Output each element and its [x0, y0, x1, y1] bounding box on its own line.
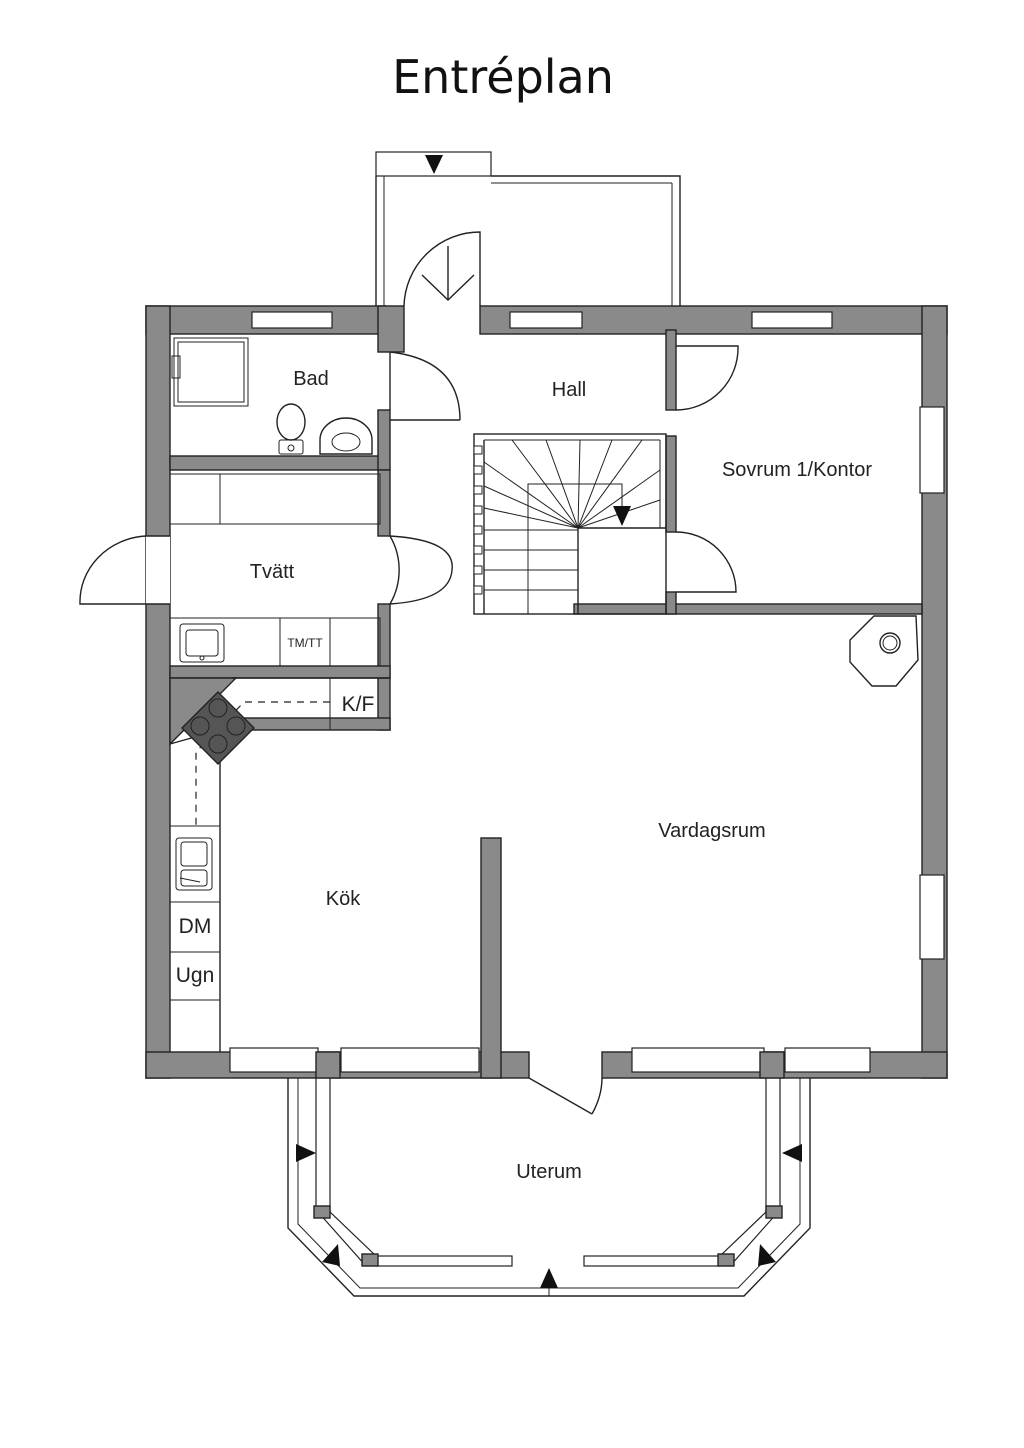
- sunroom: [287, 1051, 811, 1297]
- room-label-vardagsrum: Vardagsrum: [658, 820, 765, 842]
- entrance-arrow: [425, 155, 443, 174]
- room-label-bad: Bad: [293, 368, 329, 390]
- sunroom-arrow-left: [296, 1144, 316, 1162]
- room-label-uterum: Uterum: [516, 1161, 582, 1183]
- laundry-sink: [179, 623, 225, 663]
- bathroom-fixtures: [171, 337, 373, 455]
- entrance-door: [403, 231, 481, 307]
- room-label-hall: Hall: [552, 379, 586, 401]
- shower: [173, 337, 249, 407]
- appliance-label-kf: K/F: [342, 693, 375, 716]
- interior-walls: [146, 305, 923, 1079]
- entrance-porch: [375, 151, 681, 306]
- sunroom-arrow-right: [782, 1144, 802, 1162]
- bedroom-doors: [675, 345, 739, 593]
- washbasin: [319, 417, 373, 455]
- kitchen-sink: [175, 837, 213, 891]
- plan-title: Entréplan: [392, 50, 614, 104]
- sunroom-arrow-br: [758, 1244, 776, 1266]
- sunroom-arrow-bottom: [540, 1268, 558, 1288]
- room-label-sovrum: Sovrum 1/Kontor: [722, 459, 872, 481]
- toilet: [276, 403, 306, 441]
- staircase: [473, 433, 667, 615]
- outer-walls: [145, 305, 948, 1079]
- appliance-label-dm: DM: [179, 915, 212, 938]
- appliance-label-ugn: Ugn: [176, 964, 215, 987]
- sunroom-door: [528, 1077, 603, 1115]
- sunroom-arrow-bl: [322, 1244, 340, 1266]
- room-label-tvatt: Tvätt: [250, 561, 295, 583]
- windows: [229, 311, 945, 1073]
- appliance-label-tm-tt: TM/TT: [287, 636, 323, 650]
- laundry-fixtures: [79, 473, 453, 667]
- stair-arrow: [613, 506, 631, 526]
- room-label-kok: Kök: [326, 888, 361, 910]
- bathroom-door: [389, 351, 461, 421]
- kitchen-fixtures: [169, 677, 390, 1052]
- fireplace: [849, 615, 919, 687]
- stove: [181, 691, 255, 765]
